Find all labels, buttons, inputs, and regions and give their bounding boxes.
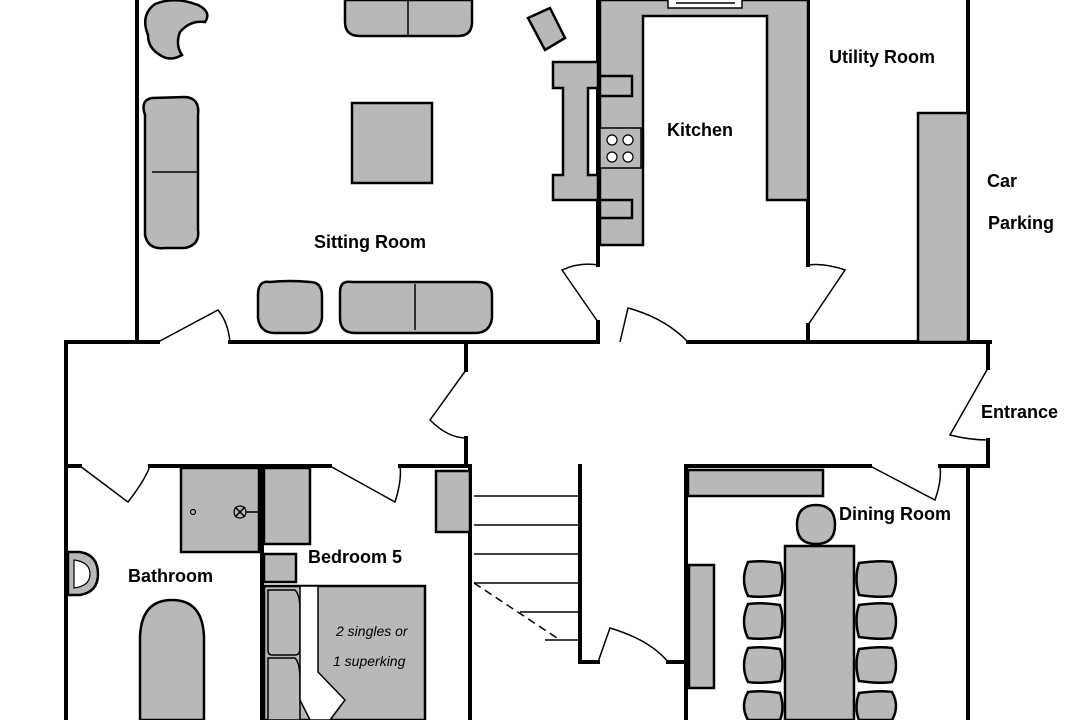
side-unit <box>687 563 716 690</box>
label-sitting-room: Sitting Room <box>314 232 426 252</box>
kitchen-counter <box>598 0 810 247</box>
bed-note-line2: 1 superking <box>333 653 406 669</box>
bed-note-line1: 2 singles or <box>335 623 409 639</box>
bathtub-icon <box>138 598 206 720</box>
label-car: Car <box>987 171 1017 191</box>
coffee-table <box>350 101 434 185</box>
doors <box>79 263 989 663</box>
bedroom5-furniture <box>262 466 472 720</box>
armchair-bottom-icon <box>256 279 324 335</box>
label-parking: Parking <box>988 213 1054 233</box>
dining-room-furniture <box>686 468 898 720</box>
sideboard <box>686 468 825 498</box>
label-bedroom5: Bedroom 5 <box>308 547 402 567</box>
walls <box>64 0 992 720</box>
chair-icon <box>526 6 567 52</box>
staircase <box>473 495 580 641</box>
bathroom-furniture <box>66 466 262 720</box>
sofa-bottom-icon <box>338 280 494 335</box>
bedside-table <box>262 552 298 584</box>
parking-bay <box>916 111 970 344</box>
sink-icon <box>667 0 743 9</box>
wardrobe <box>262 466 312 546</box>
label-dining-room: Dining Room <box>839 504 951 524</box>
room-labels: Sitting Room Kitchen Utility Room Car Pa… <box>128 47 1058 669</box>
armchair-icon <box>143 0 209 60</box>
dining-chair-icon <box>795 503 837 546</box>
label-kitchen: Kitchen <box>667 120 733 140</box>
utility-parking <box>916 111 970 344</box>
label-utility-room: Utility Room <box>829 47 935 67</box>
dining-table <box>783 544 856 720</box>
kitchen-island <box>551 60 600 202</box>
sitting-room-furniture <box>142 0 567 335</box>
hob-icon <box>599 127 642 169</box>
label-entrance: Entrance <box>981 402 1058 422</box>
kitchen-furniture <box>551 0 810 247</box>
label-bathroom: Bathroom <box>128 566 213 586</box>
